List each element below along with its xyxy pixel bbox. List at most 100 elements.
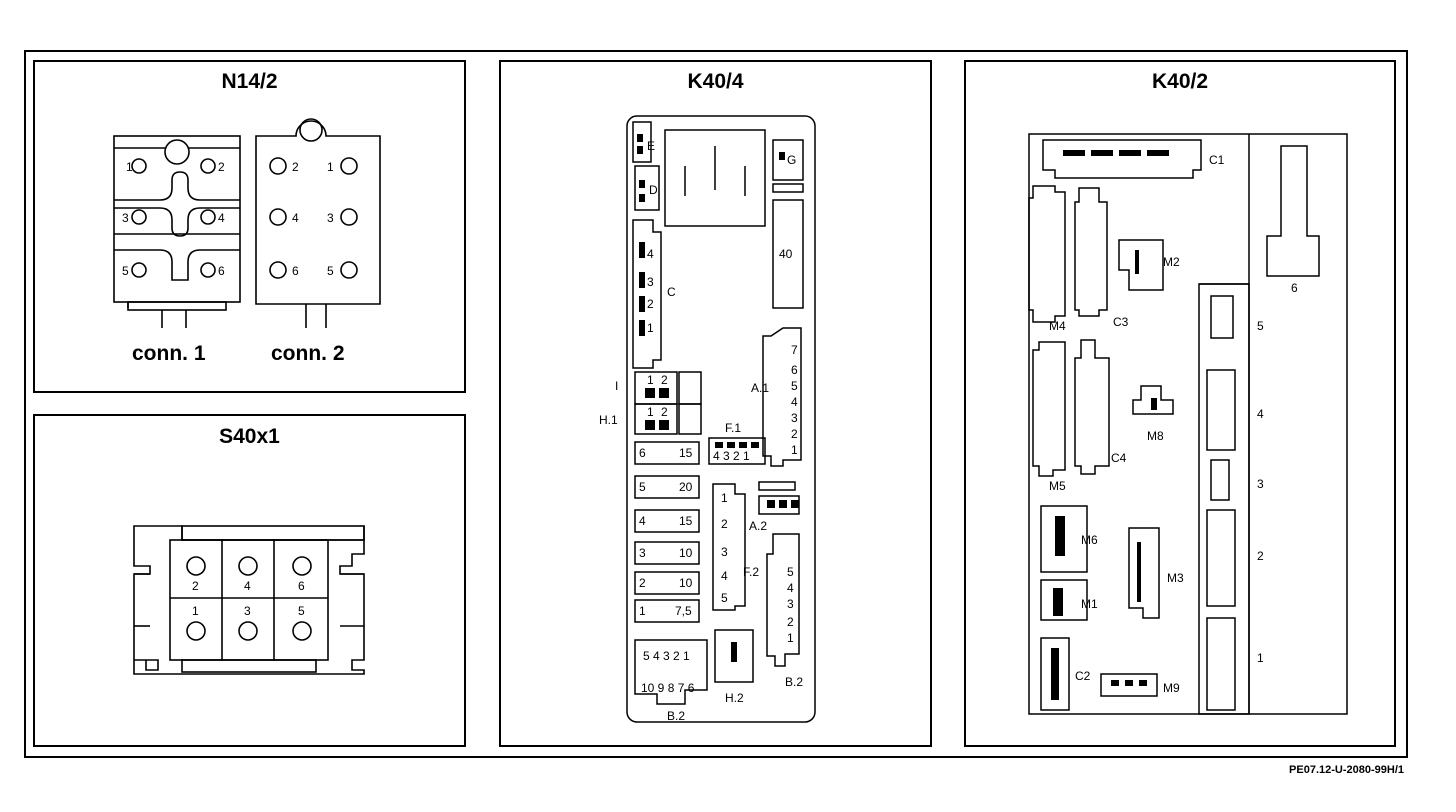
- panel-title-n14-2: N14/2: [221, 70, 278, 93]
- b2r-pin-1: 1: [787, 631, 794, 645]
- fuse-5-pos: 5: [639, 480, 646, 494]
- b2r-pin-4: 4: [787, 581, 794, 595]
- conn-1-label: conn. 1: [132, 342, 206, 365]
- h1-pin-2: 2: [661, 405, 668, 419]
- panel-title-k40-4: K40/4: [687, 70, 744, 93]
- b2-top-pins: 5 4 3 2 1: [643, 649, 690, 663]
- h1-pin-1: 1: [647, 405, 654, 419]
- conn1-pin-1: 1: [126, 160, 133, 174]
- a1-pin-2: 2: [791, 427, 798, 441]
- label-a2: A.2: [749, 519, 767, 533]
- label-m8: M8: [1147, 429, 1164, 443]
- fuse-6-pos: 6: [639, 446, 646, 460]
- side-label-5: 5: [1257, 319, 1264, 333]
- s40-pin-1: 1: [192, 604, 199, 618]
- fuse-1-amp: 7,5: [675, 604, 692, 618]
- a1-pin-7: 7: [791, 343, 798, 357]
- s40-pin-6: 6: [298, 579, 305, 593]
- side-label-1: 1: [1257, 651, 1264, 665]
- label-40: 40: [779, 247, 793, 261]
- a1-pin-3: 3: [791, 411, 798, 425]
- i-pin-2: 2: [661, 373, 668, 387]
- s40-pin-2: 2: [192, 579, 199, 593]
- conn2-pin-5: 5: [327, 264, 334, 278]
- diagram-frame: [24, 50, 1408, 758]
- label-d: D: [649, 183, 658, 197]
- i-pin-1: 1: [647, 373, 654, 387]
- a1-pin-6: 6: [791, 363, 798, 377]
- label-c3: C3: [1113, 315, 1129, 329]
- c-pin-2: 2: [647, 297, 654, 311]
- conn2-pin-1: 1: [327, 160, 334, 174]
- fuse-2-amp: 10: [679, 576, 693, 590]
- fuse-3-pos: 3: [639, 546, 646, 560]
- label-i: I: [615, 379, 618, 393]
- label-a1: A.1: [751, 381, 769, 395]
- label-f2: F.2: [743, 565, 759, 579]
- f2-pin-5: 5: [721, 591, 728, 605]
- conn2-pin-3: 3: [327, 211, 334, 225]
- label-m9: M9: [1163, 681, 1180, 695]
- conn2-pin-6: 6: [292, 264, 299, 278]
- side-label-4: 4: [1257, 407, 1264, 421]
- n14-2-connectors: 1 2 3 4 5 6 2 1 4 3 6 5: [113, 118, 381, 328]
- s40-pin-5: 5: [298, 604, 305, 618]
- panel-k40-4: [499, 60, 932, 747]
- label-c4: C4: [1111, 451, 1127, 465]
- panel-k40-2: [964, 60, 1396, 747]
- f1-pins: 4 3 2 1: [713, 449, 750, 463]
- side-label-3: 3: [1257, 477, 1264, 491]
- figure-code: PE07.12-U-2080-99H/1: [1289, 764, 1404, 776]
- conn1-pin-4: 4: [218, 211, 225, 225]
- panel-n14-2: [33, 60, 466, 393]
- label-c: C: [667, 285, 676, 299]
- conn1-pin-6: 6: [218, 264, 225, 278]
- f2-pin-1: 1: [721, 491, 728, 505]
- b2r-pin-5: 5: [787, 565, 794, 579]
- c-pin-3: 3: [647, 275, 654, 289]
- conn1-pin-5: 5: [122, 264, 129, 278]
- connector-2-drawing: [255, 118, 381, 328]
- label-h2: H.2: [725, 691, 744, 705]
- label-c1: C1: [1209, 153, 1225, 167]
- fuse-1-pos: 1: [639, 604, 646, 618]
- a1-pin-1: 1: [791, 443, 798, 457]
- panel-s40x1: [33, 414, 466, 747]
- conn2-pin-4: 4: [292, 211, 299, 225]
- s40-pin-4: 4: [244, 579, 251, 593]
- panel-title-k40-2: K40/2: [1151, 70, 1209, 93]
- label-m1: M1: [1081, 597, 1098, 611]
- label-m5: M5: [1049, 479, 1066, 493]
- label-m2: M2: [1163, 255, 1180, 269]
- f2-pin-3: 3: [721, 545, 728, 559]
- conn2-pin-2: 2: [292, 160, 299, 174]
- label-m4: M4: [1049, 319, 1066, 333]
- panel-title-s40x1: S40x1: [219, 425, 280, 448]
- label-g: G: [787, 153, 796, 167]
- k40-2-relay-board: C1 6 M2 M4 C3 M8 M5 C4 M6 M3 M1 C2 M9 5 …: [1028, 133, 1348, 715]
- fuse-2-pos: 2: [639, 576, 646, 590]
- conn-2-label: conn. 2: [271, 342, 345, 365]
- s40-pin-3: 3: [244, 604, 251, 618]
- connector-1-drawing: [113, 135, 241, 328]
- c-pin-1: 1: [647, 321, 654, 335]
- side-label-2: 2: [1257, 549, 1264, 563]
- label-f1: F.1: [725, 421, 741, 435]
- k40-4-fuse-box: E D G 40 C 4 3 2 1 I H.1 1 2 1 2 A.1 7 6…: [599, 115, 816, 723]
- fuse-4-pos: 4: [639, 514, 646, 528]
- label-six: 6: [1291, 281, 1298, 295]
- label-e: E: [647, 139, 655, 153]
- s40x1-connector: 2 4 6 1 3 5: [133, 525, 365, 675]
- label-b2-bottom: B.2: [667, 709, 685, 723]
- label-m3: M3: [1167, 571, 1184, 585]
- conn1-pin-3: 3: [122, 211, 129, 225]
- fuse-6-amp: 15: [679, 446, 693, 460]
- conn1-pin-2: 2: [218, 160, 225, 174]
- a1-pin-5: 5: [791, 379, 798, 393]
- b2r-pin-3: 3: [787, 597, 794, 611]
- label-m6: M6: [1081, 533, 1098, 547]
- fuse-3-amp: 10: [679, 546, 693, 560]
- a1-pin-4: 4: [791, 395, 798, 409]
- b2r-pin-2: 2: [787, 615, 794, 629]
- b2-bottom-pins: 10 9 8 7 6: [641, 681, 695, 695]
